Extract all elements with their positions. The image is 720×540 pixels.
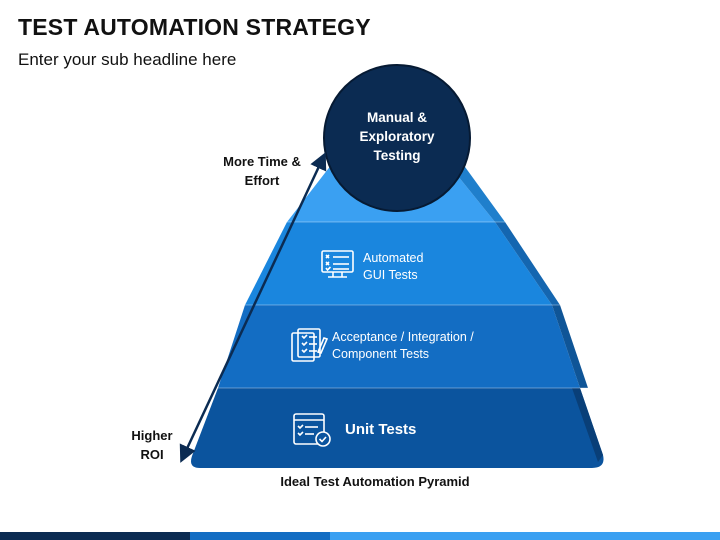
pyramid-tier-gui-side [495, 222, 560, 305]
arrow-top-label: More Time & Effort [223, 154, 301, 188]
page-subtitle: Enter your sub headline here [18, 50, 237, 69]
top-circle [323, 64, 471, 212]
arrow-bottom-label: Higher ROI [131, 428, 173, 462]
checklist-icon [291, 328, 329, 362]
top-circle-label: Manual & Exploratory Testing [359, 110, 435, 163]
effort-roi-arrow [179, 152, 327, 463]
tier-label-gui: Automated GUI Tests [363, 251, 424, 282]
pyramid-tier-unit-side [572, 388, 603, 462]
pyramid-tier-acceptance-side [552, 305, 588, 388]
gui-test-icon [321, 250, 354, 278]
tier-label-unit: Unit Tests [345, 421, 417, 438]
tier-label-acceptance: Acceptance / Integration / Component Tes… [332, 330, 474, 361]
page-title: TEST AUTOMATION STRATEGY [18, 14, 371, 40]
pyramid-caption: Ideal Test Automation Pyramid [280, 474, 470, 489]
footer-bar [0, 532, 720, 540]
unit-test-icon [293, 413, 331, 447]
